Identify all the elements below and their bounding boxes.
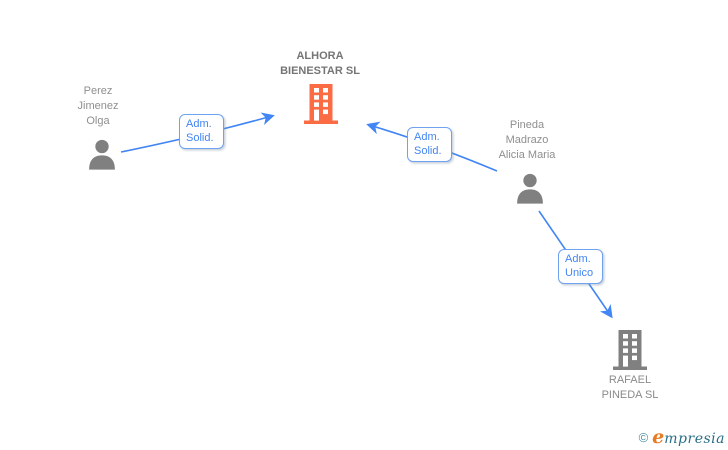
copyright-icon: ©	[638, 430, 649, 445]
edge-label-line: Solid.	[186, 132, 214, 144]
person-name-line: Madrazo	[505, 134, 549, 146]
edge-label-line: Adm.	[565, 253, 591, 265]
edge-label-line: Solid.	[414, 145, 442, 157]
logo-brand-text: mpresia	[664, 431, 725, 447]
node-person-perez[interactable]	[86, 139, 118, 170]
person-name-line: Perez	[83, 85, 113, 97]
edge-label-line: Adm.	[186, 118, 212, 130]
logo-brand-initial: e	[652, 426, 665, 448]
building-icon	[613, 330, 647, 370]
person-icon	[517, 173, 543, 204]
node-person-pineda[interactable]	[514, 173, 546, 204]
building-icon	[304, 84, 338, 124]
person-name-perez: Perez Jimenez Olga	[38, 84, 158, 129]
company-name-alhora: ALHORA BIENESTAR SL	[245, 49, 395, 79]
edge-label-line: Unico	[565, 267, 594, 279]
company-name-line: BIENESTAR SL	[280, 65, 360, 77]
company-name-line: PINEDA SL	[601, 389, 659, 401]
node-company-alhora[interactable]	[303, 84, 339, 124]
person-name-line: Alicia Maria	[498, 149, 556, 161]
edge-label-adm-unico: Adm. Unico	[558, 249, 603, 284]
edge-label-adm-solid-left: Adm. Solid.	[179, 114, 224, 149]
empresia-logo: ©empresia	[639, 426, 725, 448]
person-name-line: Olga	[86, 115, 110, 127]
person-name-line: Jimenez	[77, 100, 119, 112]
person-icon	[89, 139, 115, 170]
person-name-line: Pineda	[509, 119, 545, 131]
node-company-rafael[interactable]	[612, 330, 648, 370]
edge-label-adm-solid-right: Adm. Solid.	[407, 127, 452, 162]
person-name-pineda: Pineda Madrazo Alicia Maria	[462, 118, 592, 163]
company-name-rafael: RAFAEL PINEDA SL	[570, 373, 690, 403]
company-name-line: ALHORA	[296, 50, 344, 62]
edge-label-line: Adm.	[414, 131, 440, 143]
company-name-line: RAFAEL	[608, 374, 652, 386]
